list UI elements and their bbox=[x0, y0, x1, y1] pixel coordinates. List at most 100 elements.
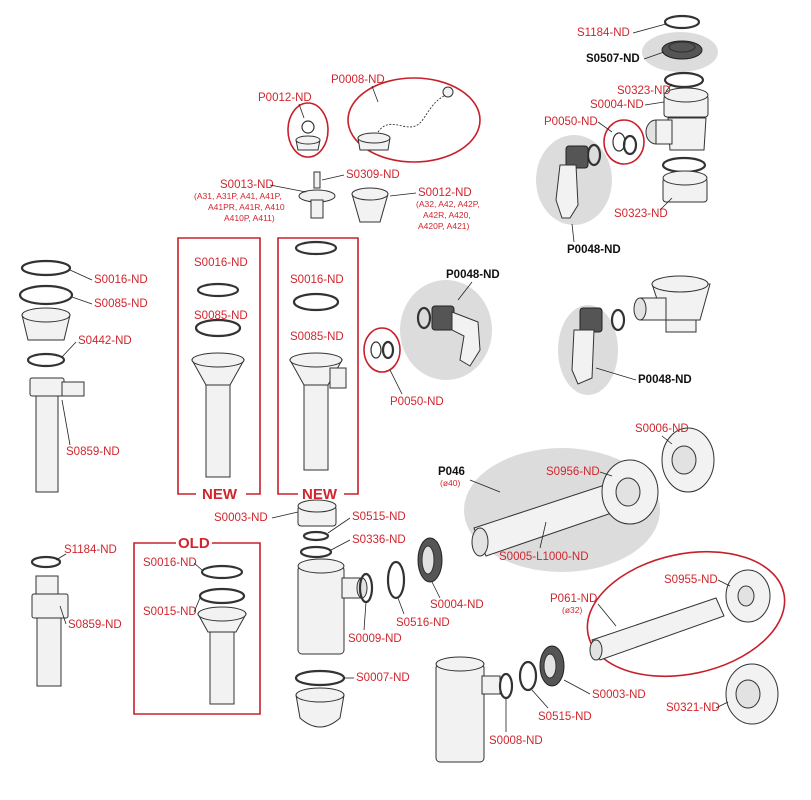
s0515-bot-washer bbox=[518, 660, 538, 692]
label-s0013: S0013-ND bbox=[220, 179, 274, 191]
old-flange-top bbox=[197, 606, 247, 622]
new-box-2-frame bbox=[277, 237, 359, 495]
label-s0013-note1: (A31, A31P, A41, A41P, bbox=[194, 191, 282, 201]
right-hose-labels: P0048-ND bbox=[595, 367, 692, 386]
s0956-rosette-hole bbox=[615, 477, 641, 507]
right-tee-arm-end bbox=[633, 297, 647, 321]
s0507-nut bbox=[661, 40, 703, 60]
p0008-chain-end bbox=[442, 86, 454, 98]
right-tee-bowl-top bbox=[651, 275, 709, 293]
s0013-screw bbox=[313, 171, 321, 189]
new2-s0016-washer bbox=[294, 240, 338, 256]
new-box-1: NEW S0016-ND S0085-ND bbox=[177, 237, 261, 503]
label-left-s0442: S0442-ND bbox=[78, 335, 132, 347]
p0048-right-nut bbox=[579, 307, 603, 333]
old-s0016-washer bbox=[200, 564, 244, 580]
label-s0003-bot: S0003-ND bbox=[592, 689, 646, 701]
label-old-s0015: S0015-ND bbox=[143, 606, 197, 618]
s0013-body bbox=[310, 199, 324, 219]
trap-bottle-top bbox=[297, 558, 345, 574]
label-s1184-left: S1184-ND bbox=[64, 544, 117, 556]
s0323-mid-washer bbox=[661, 156, 707, 174]
p046-pipe-kit bbox=[464, 427, 715, 572]
label-p061: P061-ND bbox=[550, 593, 597, 605]
new1-flange-top bbox=[191, 352, 245, 368]
left-overflow-arm bbox=[61, 381, 85, 397]
label-s0003-top: S0003-ND bbox=[214, 512, 268, 524]
label-s0012-note1: (A32, A42, A42P, bbox=[416, 199, 480, 209]
p0048-top-hose bbox=[555, 164, 579, 219]
bottle-trap-2-labels: S0003-ND S0515-ND S0008-ND bbox=[489, 679, 646, 747]
trap-bottle-cup-top bbox=[295, 687, 345, 703]
s1184-washer bbox=[663, 14, 701, 30]
s0003-nut-top bbox=[297, 499, 337, 513]
s0507-nut-inner bbox=[668, 41, 696, 53]
label-s0516: S0516-ND bbox=[396, 617, 450, 629]
p061-pipe-end bbox=[589, 639, 603, 661]
left-flange-top bbox=[21, 307, 71, 323]
trap2-body bbox=[435, 663, 485, 763]
s1184-left-washer bbox=[30, 555, 62, 569]
trap-tee-body bbox=[667, 117, 707, 151]
left-bottom-tube bbox=[36, 617, 62, 687]
label-left-s0859: S0859-ND bbox=[66, 446, 120, 458]
label-p0048-mid: P0048-ND bbox=[446, 269, 500, 281]
left-s0016-washer bbox=[20, 259, 72, 277]
p0050-mid-ring-a bbox=[370, 341, 382, 359]
label-s0859-left: S0859-ND bbox=[68, 619, 122, 631]
p0048-right-washer bbox=[610, 308, 626, 332]
label-s0012-note3: A420P, A421) bbox=[418, 221, 470, 231]
label-s0515-top: S0515-ND bbox=[352, 511, 406, 523]
old-box-frame bbox=[133, 542, 261, 715]
label-s0309: S0309-ND bbox=[346, 169, 400, 181]
trap2-top bbox=[435, 656, 485, 672]
p0008-chain bbox=[377, 93, 447, 133]
s0516-washer bbox=[386, 560, 406, 600]
trap-tee-arm bbox=[655, 119, 673, 145]
label-s0336: S0336-ND bbox=[352, 534, 406, 546]
bottle-trap-2 bbox=[435, 645, 565, 763]
left-basin-waste bbox=[18, 259, 85, 493]
s0321-rosette-hole bbox=[735, 679, 761, 709]
s0004-nut-top bbox=[663, 87, 709, 103]
label-p046-dia: (ø40) bbox=[440, 478, 460, 488]
left-bottom-collar bbox=[35, 575, 59, 595]
left-bottom-labels: S1184-ND S0859-ND bbox=[55, 544, 122, 631]
label-new2-s0016: S0016-ND bbox=[290, 274, 344, 286]
label-s0005: S0005-L1000-ND bbox=[499, 551, 589, 563]
p0008-highlight bbox=[347, 77, 481, 163]
s0003-bot-nut-inner bbox=[543, 653, 557, 679]
top-right-labels: S1184-ND S0507-ND S0323-ND S0004-ND P005… bbox=[544, 23, 673, 256]
label-left-s0085: S0085-ND bbox=[94, 298, 148, 310]
old-s0015-washer bbox=[198, 587, 246, 605]
s0007-oring bbox=[294, 669, 346, 687]
p0048-mid-washer bbox=[416, 306, 432, 330]
s0004-mid-nut-inner bbox=[421, 545, 435, 575]
new-box-1-badge: NEW bbox=[202, 486, 238, 503]
label-s0006: S0006-ND bbox=[635, 423, 689, 435]
trap-bottom-nut-top bbox=[662, 170, 708, 186]
label-old-s0016: S0016-ND bbox=[143, 557, 197, 569]
label-s0012-note2: A42R, A420, bbox=[423, 210, 471, 220]
right-hose-kit bbox=[558, 275, 711, 395]
p0048-right-hose bbox=[571, 329, 595, 385]
label-s0013-note3: A410P, A411) bbox=[224, 213, 275, 223]
p0048-top-nut bbox=[565, 145, 589, 169]
left-s0085-washer bbox=[18, 284, 74, 306]
p0050-mid-highlight bbox=[363, 327, 401, 373]
label-new2-s0085: S0085-ND bbox=[290, 331, 344, 343]
trap-bottle-body bbox=[297, 565, 345, 655]
middle-labels: P0048-ND P0050-ND bbox=[389, 269, 500, 408]
top-right-kit bbox=[536, 14, 718, 225]
trap2-arm bbox=[481, 675, 501, 695]
middle-hose-kit bbox=[363, 280, 492, 380]
p0050-highlight bbox=[603, 119, 645, 165]
new2-s0085-washer bbox=[292, 292, 340, 312]
plug-parts bbox=[287, 77, 481, 223]
p0048-mid-hose bbox=[451, 311, 481, 367]
label-s0004-mid: S0004-ND bbox=[430, 599, 484, 611]
label-s0008: S0008-ND bbox=[489, 735, 543, 747]
trap-bottle-arm-end bbox=[356, 577, 368, 599]
left-labels: S0016-ND S0085-ND S0442-ND S0859-ND bbox=[61, 269, 148, 458]
label-s0955: S0955-ND bbox=[664, 574, 718, 586]
